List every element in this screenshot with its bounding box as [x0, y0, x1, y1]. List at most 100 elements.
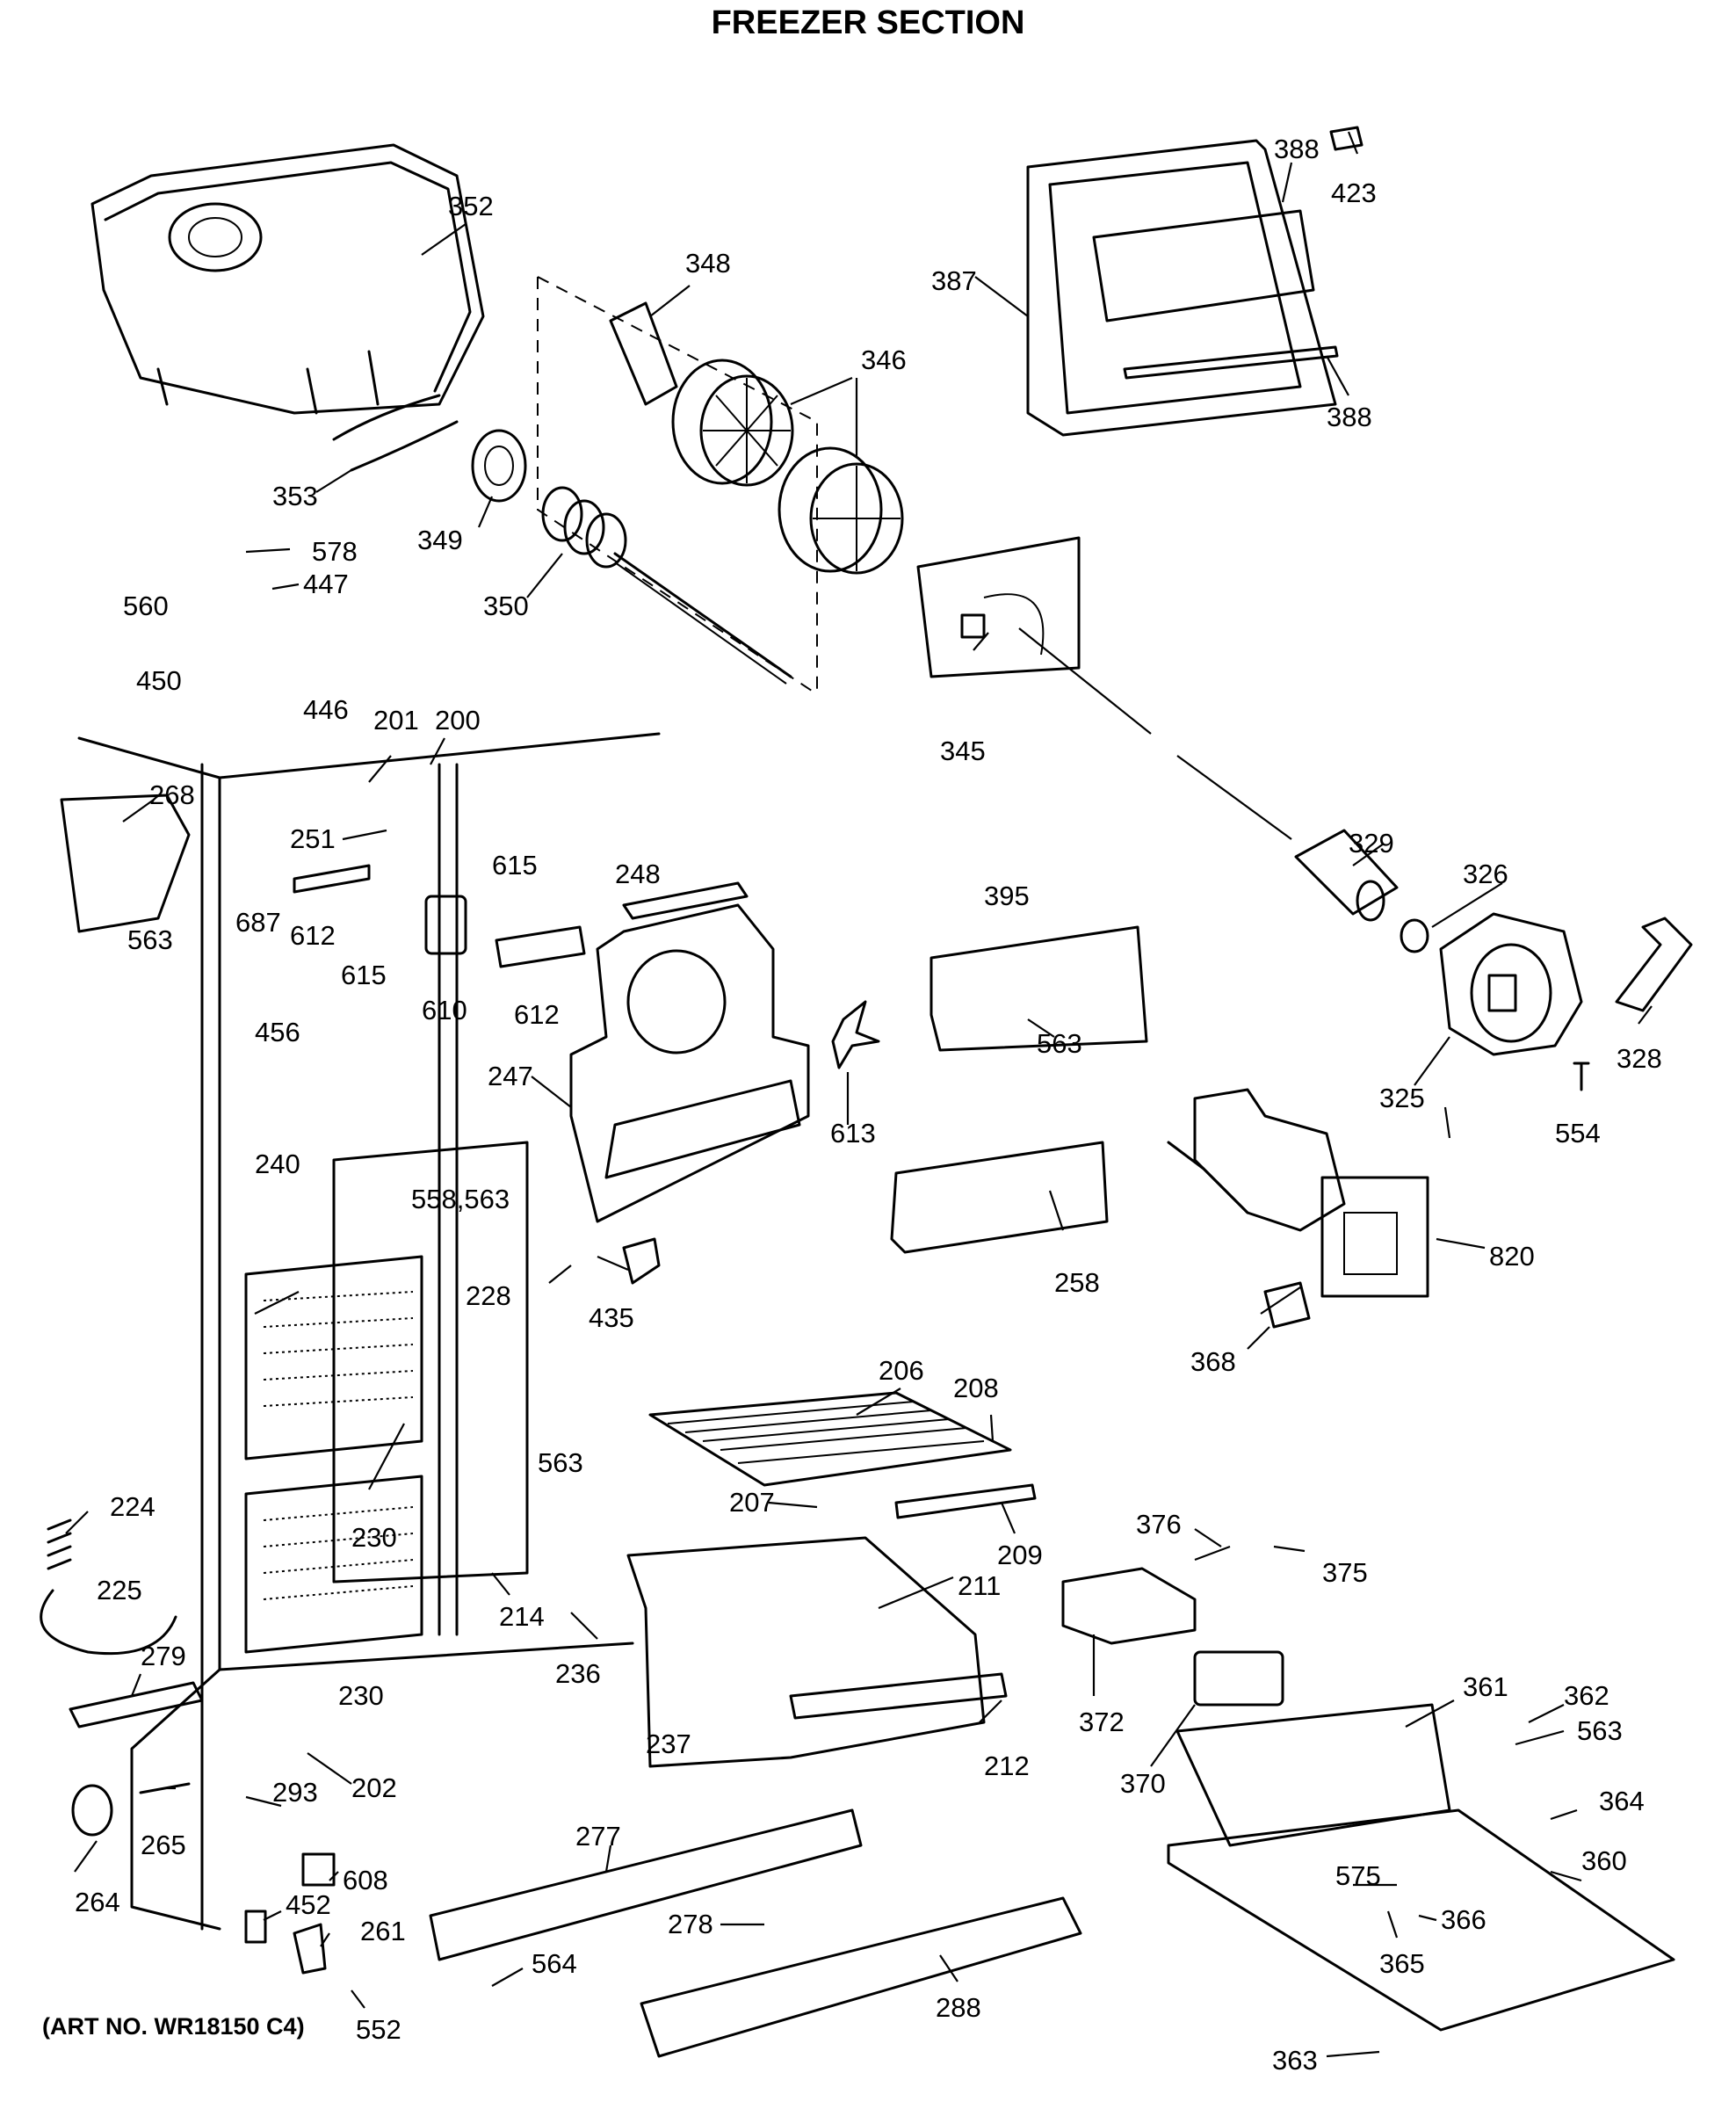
- bracket-612b: [495, 925, 586, 968]
- callout-251: 251: [290, 823, 336, 854]
- shelf-206: [648, 1391, 1012, 1487]
- callout-207: 207: [729, 1487, 775, 1518]
- art-number: (ART NO. WR18150 C4): [42, 2013, 305, 2040]
- plate-345: [916, 536, 1081, 678]
- cover-395: [929, 925, 1148, 1052]
- callout-820: 820: [1489, 1241, 1535, 1272]
- cabinet-liner-456: [77, 732, 661, 1931]
- icemaker-820: [1167, 1088, 1429, 1298]
- callout-687: 687: [235, 907, 281, 938]
- callout-329: 329: [1349, 828, 1394, 859]
- callout-563-right: 563: [1577, 1715, 1623, 1746]
- grille-288: [640, 1896, 1082, 2058]
- callout-265: 265: [141, 1830, 186, 1860]
- crusher-drums-346: [671, 359, 904, 575]
- callout-575: 575: [1335, 1860, 1381, 1891]
- callout-563-upper-left: 563: [127, 924, 173, 955]
- callout-450: 450: [136, 665, 182, 696]
- callout-372: 372: [1079, 1707, 1125, 1737]
- callout-613: 613: [830, 1118, 876, 1149]
- callout-370: 370: [1120, 1768, 1166, 1799]
- callout-423: 423: [1331, 178, 1377, 208]
- part-435: [622, 1237, 661, 1285]
- wire-353: [332, 394, 459, 472]
- callout-446: 446: [303, 694, 349, 725]
- callout-554: 554: [1555, 1118, 1601, 1149]
- callout-612-left: 612: [290, 920, 336, 951]
- diagram-title: FREEZER SECTION: [712, 4, 1025, 41]
- callout-376: 376: [1136, 1509, 1182, 1540]
- pin-265: [139, 1782, 191, 1794]
- switch-610: [424, 895, 467, 955]
- callout-206: 206: [879, 1355, 924, 1386]
- callout-388-bottom: 388: [1327, 402, 1372, 432]
- callout-240: 240: [255, 1149, 300, 1179]
- ice-bucket-352: [90, 143, 485, 415]
- callout-348: 348: [685, 248, 731, 279]
- callout-352: 352: [448, 191, 494, 221]
- callout-375: 375: [1322, 1557, 1368, 1588]
- part-423: [1329, 126, 1363, 151]
- callout-202: 202: [351, 1772, 397, 1803]
- deflector-258: [890, 1141, 1109, 1254]
- cover-372: [1061, 1567, 1197, 1645]
- callout-558-563: 558,563: [411, 1184, 510, 1214]
- callout-214: 214: [499, 1601, 545, 1632]
- callout-361: 361: [1463, 1671, 1508, 1702]
- callout-237: 237: [646, 1729, 691, 1759]
- callout-610: 610: [422, 995, 467, 1026]
- callout-225: 225: [97, 1575, 142, 1605]
- callout-200: 200: [435, 705, 481, 736]
- rail-209: [894, 1483, 1037, 1519]
- callout-560: 560: [123, 591, 169, 621]
- callout-278: 278: [668, 1909, 713, 1939]
- auger-assembly-boundary: [537, 276, 818, 695]
- callout-447: 447: [303, 569, 349, 599]
- callout-277: 277: [575, 1821, 621, 1852]
- callout-350: 350: [483, 591, 529, 621]
- callout-362: 362: [1564, 1680, 1609, 1711]
- bracket-328: [1615, 917, 1693, 1012]
- callout-563-middle: 563: [538, 1447, 583, 1478]
- callout-258: 258: [1054, 1267, 1100, 1298]
- callout-211: 211: [958, 1570, 1001, 1601]
- callout-363: 363: [1272, 2045, 1318, 2076]
- callout-608: 608: [343, 1865, 388, 1895]
- callout-346: 346: [861, 344, 907, 375]
- spring-224: [47, 1518, 72, 1570]
- callout-261: 261: [360, 1916, 406, 1946]
- callout-212: 212: [984, 1750, 1030, 1781]
- housing-247: [569, 881, 810, 1223]
- fan-613: [831, 1000, 880, 1069]
- callout-615-left: 615: [341, 960, 387, 990]
- bracket-261: [293, 1923, 327, 1975]
- ice-door-387: [1026, 139, 1339, 437]
- callout-552: 552: [356, 2014, 401, 2045]
- callout-353: 353: [272, 481, 318, 511]
- callout-288: 288: [936, 1992, 981, 2023]
- callout-208: 208: [953, 1373, 999, 1403]
- callout-201: 201: [373, 705, 419, 736]
- callout-236: 236: [555, 1658, 601, 1689]
- callout-228: 228: [466, 1280, 511, 1311]
- callout-615-right: 615: [492, 850, 538, 881]
- channel-277: [429, 1808, 863, 1961]
- bracket-612a: [293, 864, 371, 894]
- callout-387: 387: [931, 265, 977, 296]
- auger-parts-349-350: [471, 429, 792, 685]
- callout-365: 365: [1379, 1948, 1425, 1979]
- tube-225: [40, 1589, 177, 1656]
- blade-348: [609, 301, 678, 406]
- callout-248: 248: [615, 859, 661, 889]
- part-264: [71, 1784, 113, 1837]
- callout-326: 326: [1463, 859, 1508, 889]
- callout-452: 452: [286, 1889, 331, 1920]
- callout-264: 264: [75, 1887, 120, 1917]
- callout-209: 209: [997, 1540, 1043, 1570]
- callout-293: 293: [272, 1777, 318, 1808]
- callout-456: 456: [255, 1017, 300, 1047]
- callout-388-top: 388: [1274, 134, 1320, 164]
- motor-assembly-325: [1294, 829, 1583, 1056]
- callout-395: 395: [984, 881, 1030, 911]
